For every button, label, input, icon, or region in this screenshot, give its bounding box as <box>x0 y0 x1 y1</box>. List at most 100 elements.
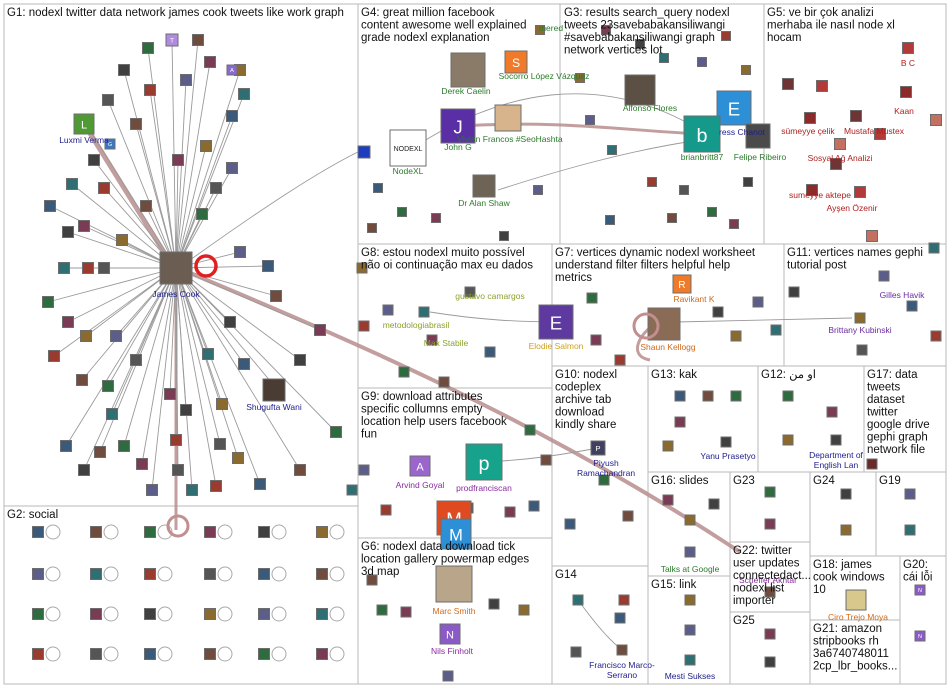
g2-node-1[interactable] <box>90 526 102 538</box>
g15-node-2[interactable] <box>684 654 696 666</box>
g5-node-0[interactable] <box>902 42 914 54</box>
g13-node-0[interactable] <box>674 390 686 402</box>
g1-node-63[interactable] <box>314 324 326 336</box>
g22-node-0[interactable] <box>764 586 776 598</box>
g2-node-20[interactable] <box>144 648 156 660</box>
g5-node-12[interactable] <box>816 80 828 92</box>
g7-node-6[interactable] <box>614 354 626 366</box>
g2-node-10[interactable] <box>258 568 270 580</box>
g1-node-1[interactable] <box>192 34 204 46</box>
node-socorro-lopez[interactable] <box>504 50 528 74</box>
node-m-blue[interactable] <box>440 518 472 550</box>
g1-node-4[interactable] <box>118 64 130 76</box>
g3-node-5[interactable] <box>647 177 657 187</box>
g11-node-4[interactable] <box>930 330 942 342</box>
g3-node-6[interactable] <box>679 185 689 195</box>
g12-node-1[interactable] <box>826 406 838 418</box>
g15-node-1[interactable] <box>684 624 696 636</box>
node-felipe-ribeiro[interactable] <box>745 123 771 149</box>
g1-node-29[interactable] <box>98 262 110 274</box>
g2-node-0[interactable] <box>32 526 44 538</box>
g2-node-3[interactable] <box>204 526 216 538</box>
g8-node-4[interactable] <box>464 286 476 298</box>
node-vivian-francos[interactable] <box>494 104 522 132</box>
g1-node-10[interactable] <box>226 110 238 122</box>
g1-node-27[interactable] <box>58 262 70 274</box>
g1-node-23[interactable] <box>78 220 90 232</box>
g2-node-23[interactable] <box>316 648 328 660</box>
g1-node-40[interactable] <box>238 358 250 370</box>
g12-node-2[interactable] <box>830 434 842 446</box>
node-ciro-trejo[interactable] <box>845 589 867 611</box>
g19-node-1[interactable] <box>904 524 916 536</box>
g11-node-3[interactable] <box>928 242 940 254</box>
g3-node-0[interactable] <box>601 25 611 35</box>
g1-node-2[interactable] <box>142 42 154 54</box>
g1-node-55[interactable] <box>232 452 244 464</box>
g6-node-4[interactable] <box>518 604 530 616</box>
g3-node-3[interactable] <box>585 115 595 125</box>
g2-node-9[interactable] <box>204 568 216 580</box>
g6-node-0[interactable] <box>366 574 378 586</box>
g3-node-8[interactable] <box>667 213 677 223</box>
g3-node-15[interactable] <box>721 31 731 41</box>
node-ravikant-k[interactable] <box>672 274 692 294</box>
g3-node-10[interactable] <box>729 219 739 229</box>
g15-node-0[interactable] <box>684 594 696 606</box>
g1-node-56[interactable] <box>146 484 158 496</box>
g20-node-1[interactable] <box>914 630 926 642</box>
g1-node-64[interactable] <box>294 354 306 366</box>
g1-node-t[interactable] <box>165 33 179 47</box>
g1-node-a[interactable] <box>226 64 238 76</box>
g1-node-54[interactable] <box>78 464 90 476</box>
g11-node-1[interactable] <box>854 312 866 324</box>
g2-node-6[interactable] <box>32 568 44 580</box>
g1-node-16[interactable] <box>226 162 238 174</box>
g1-node-61[interactable] <box>294 464 306 476</box>
g9-node-0[interactable] <box>358 464 370 476</box>
g7-node-0[interactable] <box>586 292 598 304</box>
g19-node-0[interactable] <box>904 488 916 500</box>
g1-node-32[interactable] <box>42 296 54 308</box>
g1-node-3[interactable] <box>204 56 216 68</box>
g13-node-4[interactable] <box>720 436 732 448</box>
node-brianbritt87[interactable] <box>683 115 721 153</box>
g4-node-2[interactable] <box>397 207 407 217</box>
g25-node-0[interactable] <box>764 628 776 640</box>
g11-node-0[interactable] <box>788 286 800 298</box>
node-piyush[interactable] <box>590 440 606 456</box>
g8-node-6[interactable] <box>438 376 450 388</box>
g1-node-8[interactable] <box>144 84 156 96</box>
g2-node-5[interactable] <box>316 526 328 538</box>
g2-node-22[interactable] <box>258 648 270 660</box>
g8-node-8[interactable] <box>426 334 438 346</box>
g1-node-41[interactable] <box>76 374 88 386</box>
g13-node-1[interactable] <box>702 390 714 402</box>
g11-node-5[interactable] <box>856 344 868 356</box>
g1-node-19[interactable] <box>210 182 222 194</box>
g7-node-1[interactable] <box>590 334 602 346</box>
g1-node-31[interactable] <box>270 290 282 302</box>
g23-node-1[interactable] <box>764 518 776 530</box>
g6-node-5[interactable] <box>442 670 454 682</box>
g5-node-5[interactable] <box>804 112 816 124</box>
node-marc-smith[interactable] <box>435 565 473 603</box>
g1-node-33[interactable] <box>62 316 74 328</box>
g11-node-2[interactable] <box>878 270 890 282</box>
g1-node-11[interactable] <box>130 118 142 130</box>
g5-node-3[interactable] <box>850 110 862 122</box>
g4-node-0[interactable] <box>373 183 383 193</box>
g12-node-0[interactable] <box>782 390 794 402</box>
g3-node-1[interactable] <box>635 39 645 49</box>
g1-node-48[interactable] <box>170 434 182 446</box>
node-dr-alan-shaw[interactable] <box>472 174 496 198</box>
g3-node-11[interactable] <box>743 177 753 187</box>
node-elodie-salmon[interactable] <box>538 304 574 340</box>
node-press-chanot[interactable] <box>716 90 752 126</box>
g1-node-7[interactable] <box>238 88 250 100</box>
g3-node-12[interactable] <box>741 65 751 75</box>
g1-node-g[interactable] <box>104 138 116 150</box>
g5-node-11[interactable] <box>782 78 794 90</box>
g9-node-6[interactable] <box>524 424 536 436</box>
g7-node-5[interactable] <box>770 324 782 336</box>
